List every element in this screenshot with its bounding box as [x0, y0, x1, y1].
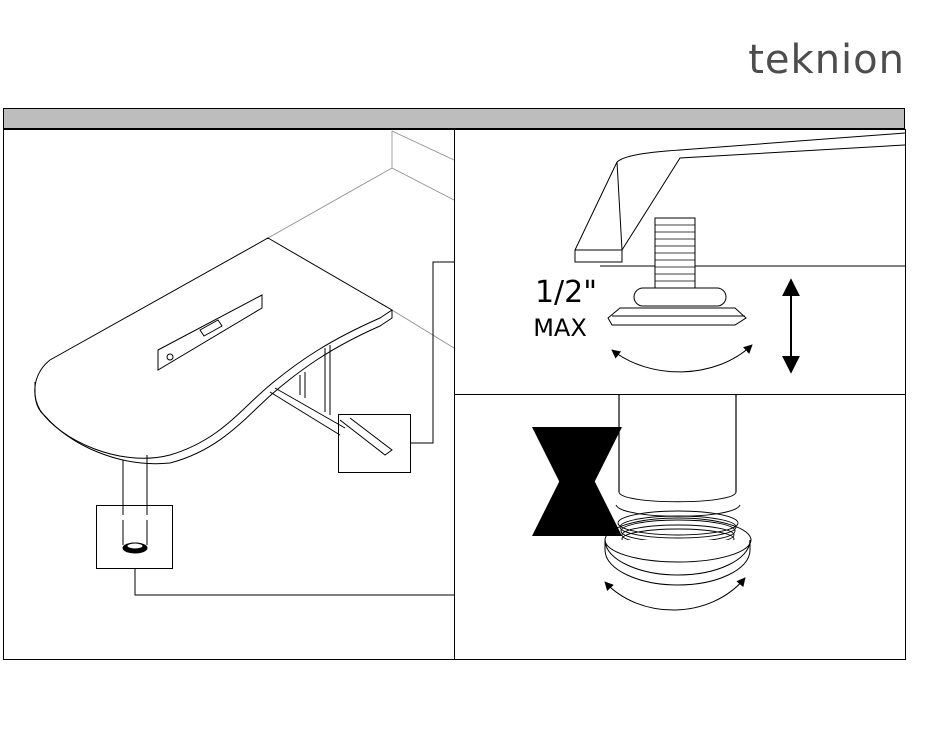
height-limit-value: 1/2": [535, 275, 597, 310]
rotate-arrow-icon: [612, 345, 752, 372]
leveler-detail-panel: [577, 395, 751, 610]
height-limit-unit: MAX: [533, 314, 587, 342]
desk-overview-panel: [35, 131, 454, 595]
rotate-arrow-icon: [605, 578, 745, 610]
glide-detail-panel: 1/2" MAX: [533, 133, 905, 372]
